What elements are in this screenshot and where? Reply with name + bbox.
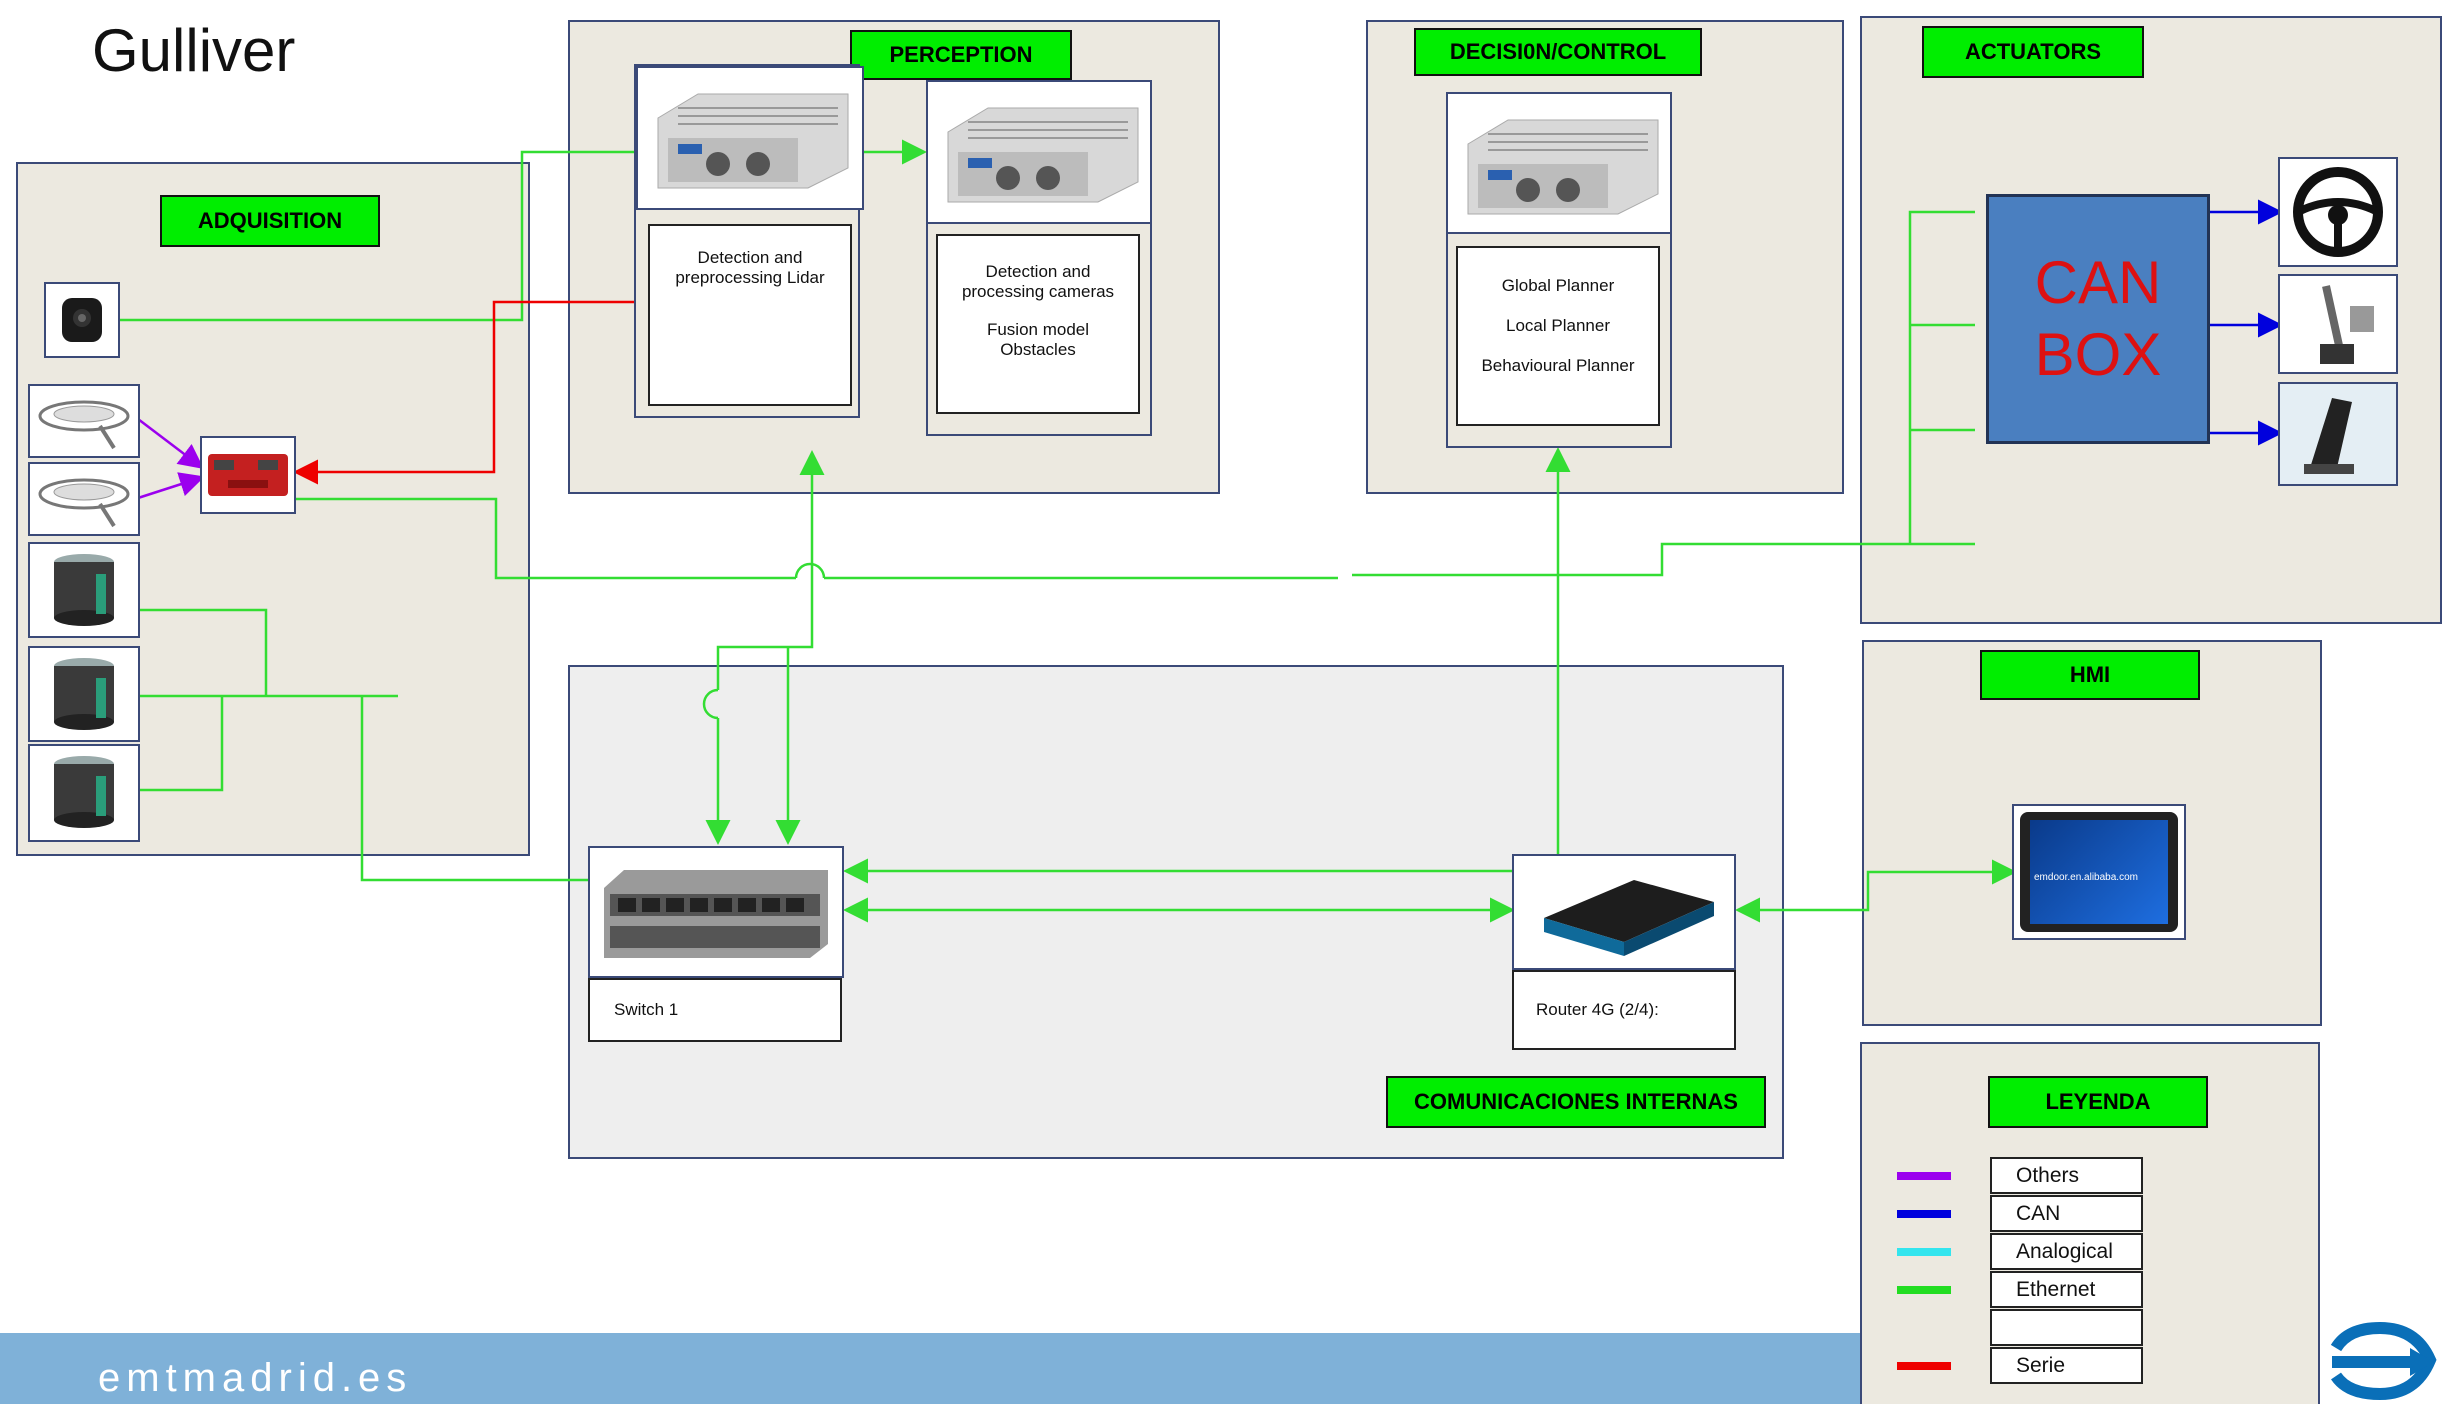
gnss-antenna-icon xyxy=(28,384,140,458)
eth-lidar-to-switch xyxy=(360,696,590,882)
legend-item-can: CAN xyxy=(1990,1195,2143,1232)
eth-actuator-branch xyxy=(1908,210,1975,544)
camera-icon xyxy=(44,282,120,358)
serie-perception-can xyxy=(293,300,636,485)
others-gnss2 xyxy=(137,472,205,500)
camera-processing-box: Detection and processing cameras Fusion … xyxy=(936,234,1140,414)
switch-label: Switch 1 xyxy=(614,1000,679,1019)
router-icon xyxy=(1512,854,1736,970)
industrial-pc-icon xyxy=(926,80,1152,224)
gnss-antenna-icon xyxy=(28,462,140,536)
eth-bus-hop xyxy=(794,562,826,579)
router-label: Router 4G (2/4): xyxy=(1536,1000,1659,1019)
eth-can-interface-bus xyxy=(294,497,796,580)
legend-item-empty xyxy=(1990,1309,2143,1346)
eth-switch-perception xyxy=(716,455,814,690)
legend-swatch-ethernet xyxy=(1897,1286,1951,1294)
hmi-tag: HMI xyxy=(1980,650,2200,700)
can-box: CAN BOX xyxy=(1986,194,2210,444)
legend-swatch-can xyxy=(1897,1210,1951,1218)
behavioural-planner-text: Behavioural Planner xyxy=(1481,356,1635,375)
industrial-pc-icon xyxy=(636,66,864,210)
eth-router-decision xyxy=(1510,455,1560,873)
actuators-tag: ACTUATORS xyxy=(1922,26,2144,78)
fusion-model-text: Fusion model Obstacles xyxy=(986,320,1090,359)
eth-bus-right xyxy=(1352,542,1975,577)
lidar-icon xyxy=(28,646,140,742)
lidar-processing-box: Detection and preprocessing Lidar xyxy=(648,224,852,406)
router-label-box: Router 4G (2/4): xyxy=(1512,970,1736,1050)
camera-processing-text: Detection and processing cameras xyxy=(961,262,1115,301)
steering-wheel-icon xyxy=(2278,157,2398,267)
legend-item-others: Others xyxy=(1990,1157,2143,1194)
emt-logo-icon xyxy=(2318,1318,2448,1404)
perception-tag: PERCEPTION xyxy=(850,30,1072,80)
legend-swatch-analogical xyxy=(1897,1248,1951,1256)
tablet-caption: emdoor.en.alibaba.com xyxy=(2034,872,2138,883)
adquisition-tag: ADQUISITION xyxy=(160,195,380,247)
eth-router-hmi xyxy=(1735,859,2017,923)
decision-tag: DECISI0N/CONTROL xyxy=(1414,28,1702,76)
industrial-pc-icon xyxy=(1446,92,1672,234)
switch-label-box: Switch 1 xyxy=(588,978,842,1042)
tablet-icon: emdoor.en.alibaba.com xyxy=(2012,804,2186,940)
can-box-line1: CAN xyxy=(2034,249,2162,316)
lidar-icon xyxy=(28,744,140,842)
legend-item-ethernet: Ethernet xyxy=(1990,1271,2143,1308)
planner-box: Global Planner Local Planner Behavioural… xyxy=(1456,246,1660,426)
legend-item-serie: Serie xyxy=(1990,1347,2143,1384)
legend-swatch-others xyxy=(1897,1172,1951,1180)
eth-lidar3 xyxy=(138,696,224,792)
comms-tag: COMUNICACIONES INTERNAS xyxy=(1386,1076,1766,1128)
eth-lidar1 xyxy=(138,608,268,696)
accelerator-pedal-icon xyxy=(2278,382,2398,486)
network-switch-icon xyxy=(588,846,844,978)
can-interface-icon xyxy=(200,436,296,514)
lidar-processing-text: Detection and preprocessing Lidar xyxy=(675,248,825,287)
local-planner-text: Local Planner xyxy=(1506,316,1610,335)
footer-site: emtmadrid.es xyxy=(98,1356,413,1400)
global-planner-text: Global Planner xyxy=(1501,276,1615,295)
others-gnss1 xyxy=(137,418,204,470)
legend-tag: LEYENDA xyxy=(1988,1076,2208,1128)
eth-camera-perception xyxy=(120,150,636,322)
brake-pedal-icon xyxy=(2278,274,2398,374)
legend-item-analogical: Analogical xyxy=(1990,1233,2143,1270)
legend-swatch-serie xyxy=(1897,1362,1951,1370)
can-box-line2: BOX xyxy=(2034,321,2162,388)
page-title: Gulliver xyxy=(92,17,296,84)
footer-bar xyxy=(0,1333,1860,1404)
lidar-icon xyxy=(28,542,140,638)
